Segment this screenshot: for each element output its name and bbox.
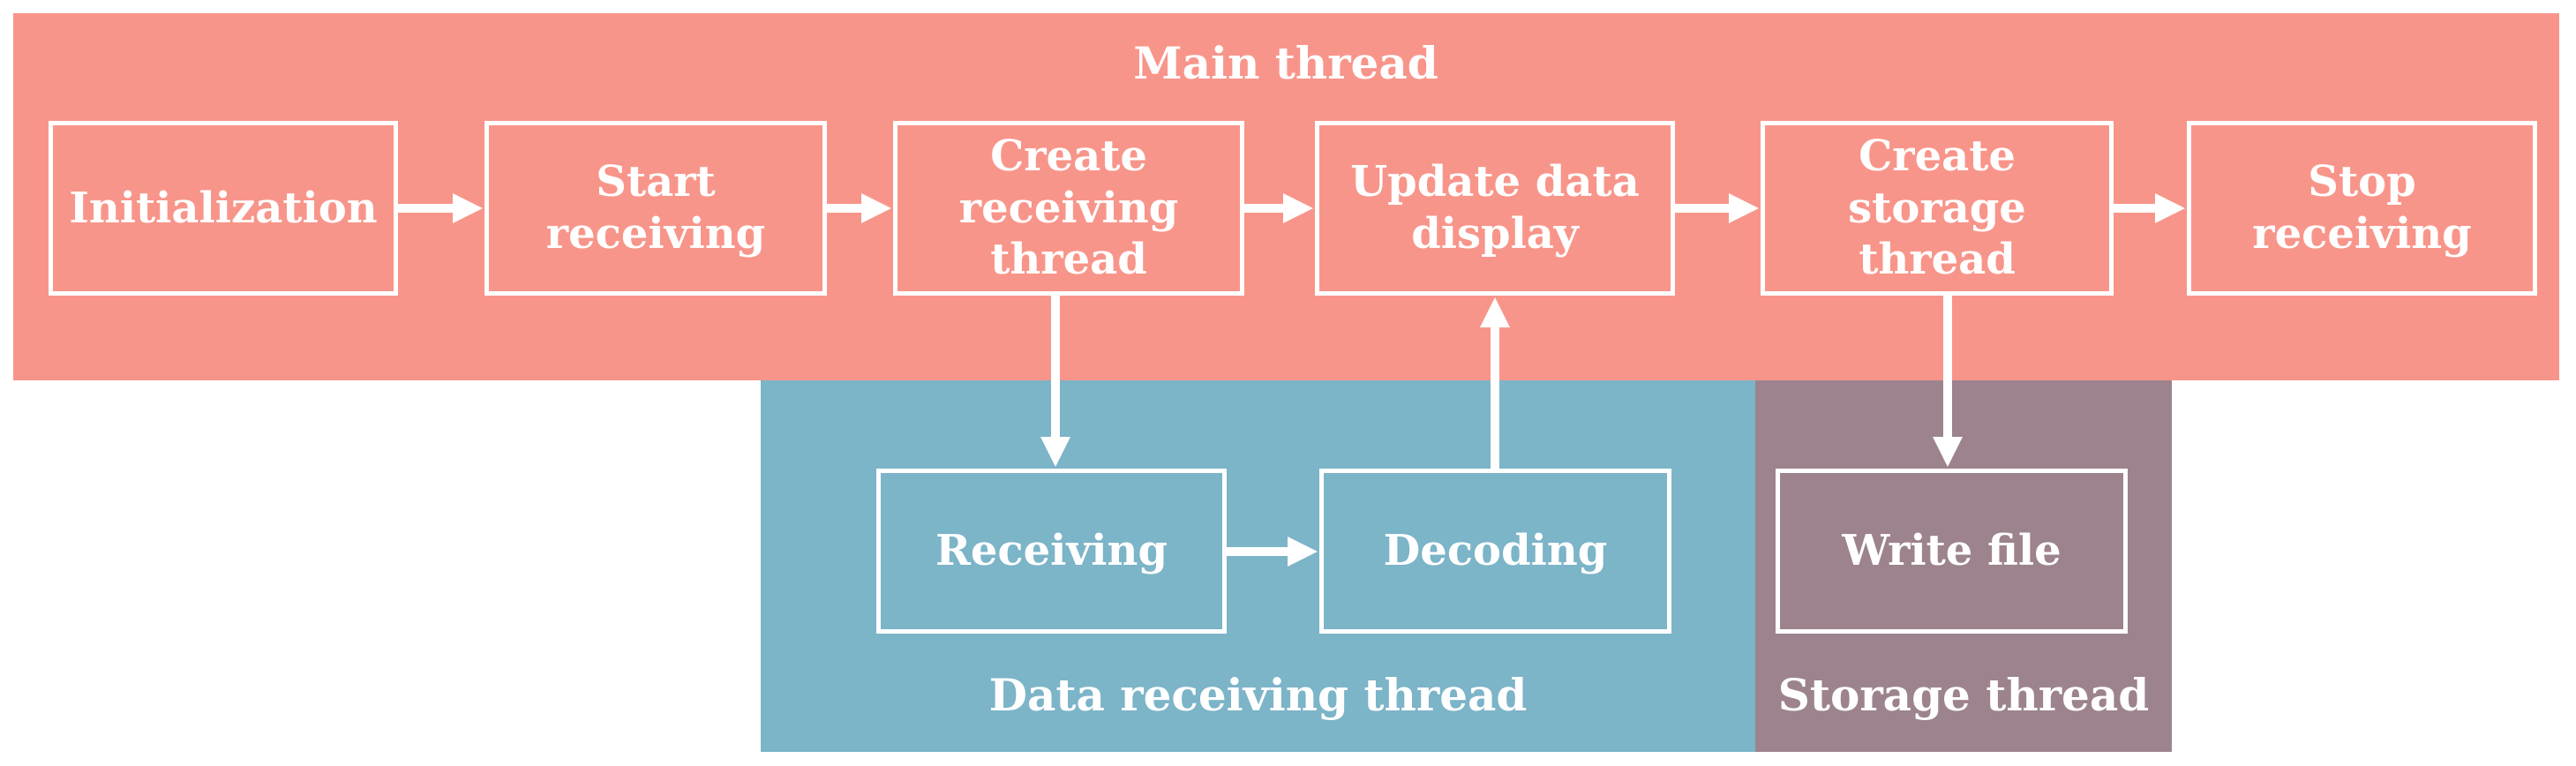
update-data-display-node: Update data display (1315, 121, 1675, 296)
start-receiving-node: Start receiving (484, 121, 827, 296)
decoding-node: Decoding (1319, 469, 1671, 634)
create-receiving-thread-node: Create receiving thread (893, 121, 1244, 296)
create-storage-thread-node: Create storage thread (1761, 121, 2114, 296)
initialization-node: Initialization (49, 121, 398, 296)
storage-thread-region (1755, 380, 2172, 752)
storage-thread-title: Storage thread (1777, 669, 2150, 721)
stop-receiving-node: Stop receiving (2187, 121, 2537, 296)
receiving-node: Receiving (876, 469, 1227, 634)
data-receiving-thread-title: Data receiving thread (988, 669, 1528, 721)
write-file-node: Write file (1776, 469, 2128, 634)
data-receiving-thread-region (761, 380, 1755, 752)
main-thread-title: Main thread (1133, 37, 1438, 89)
